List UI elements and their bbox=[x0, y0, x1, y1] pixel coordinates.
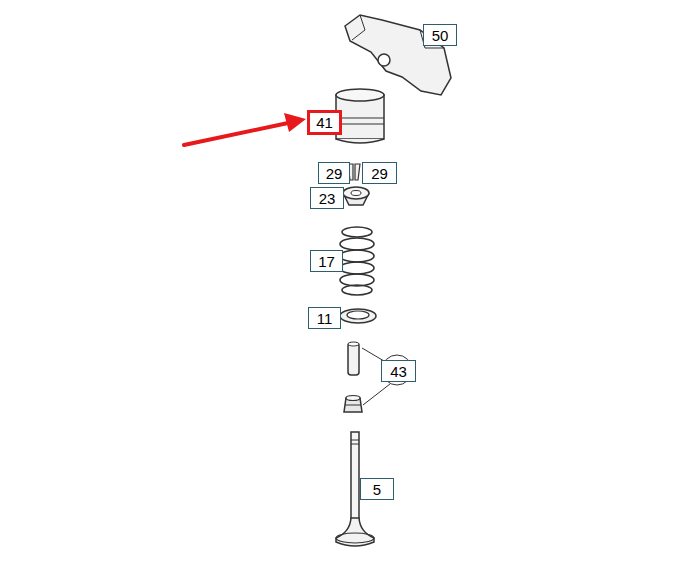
callout-number: 5 bbox=[370, 482, 384, 497]
highlight-arrow bbox=[184, 113, 306, 145]
callout-box: 43 bbox=[381, 360, 416, 382]
highlighted-callout: 41 bbox=[307, 110, 342, 135]
callout-box: 11 bbox=[308, 307, 341, 329]
callout-number: 17 bbox=[315, 254, 338, 269]
stem-seal bbox=[344, 396, 362, 413]
callout-box: 23 bbox=[310, 187, 344, 209]
callout-box: 29 bbox=[362, 162, 397, 184]
callout-number: 50 bbox=[429, 28, 452, 43]
rocker-arm bbox=[345, 15, 451, 95]
callout-box: 5 bbox=[360, 478, 394, 500]
spring-retainer bbox=[343, 187, 369, 205]
callout-number: 41 bbox=[313, 115, 336, 130]
callout-box: 29 bbox=[318, 162, 350, 184]
hydraulic-tappet bbox=[336, 89, 384, 143]
callout-number: 11 bbox=[314, 311, 336, 326]
callout-number: 29 bbox=[323, 166, 346, 181]
callout-number: 43 bbox=[387, 364, 410, 379]
callout-number: 23 bbox=[316, 191, 339, 206]
valve-guide bbox=[348, 342, 359, 375]
valve-spring bbox=[340, 227, 374, 295]
callout-number: 29 bbox=[368, 166, 391, 181]
callout-box: 17 bbox=[310, 250, 343, 272]
callout-box: 50 bbox=[423, 24, 457, 46]
spring-seat bbox=[340, 309, 376, 323]
